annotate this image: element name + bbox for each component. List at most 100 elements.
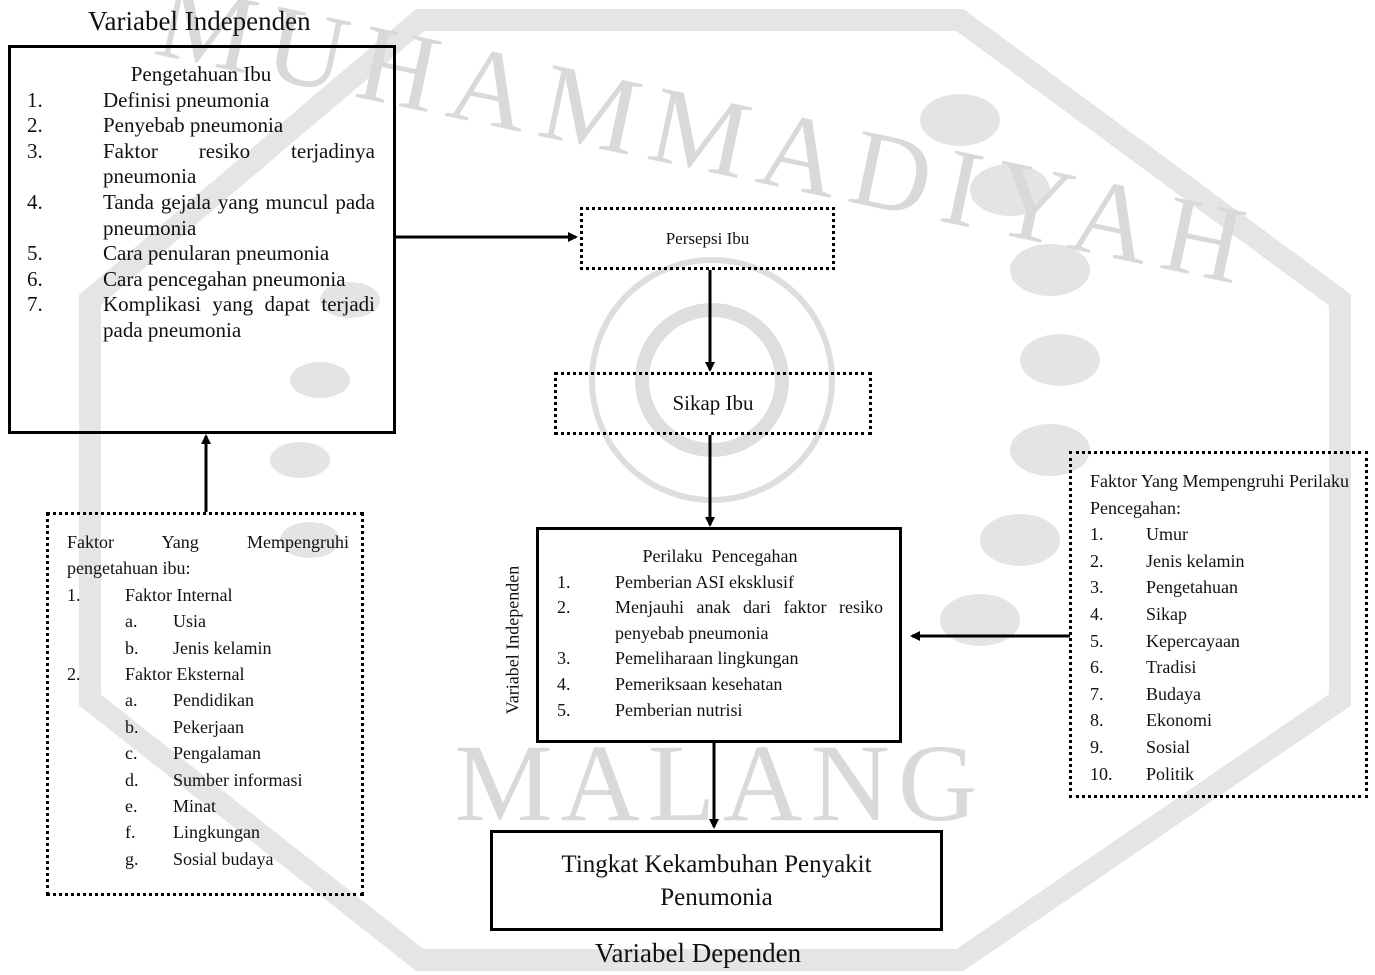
faktor-perilaku-item: 2. Jenis kelamin: [1090, 548, 1355, 575]
item-number: 7.: [1090, 683, 1104, 704]
item-text: Jenis kelamin: [1146, 550, 1245, 571]
sub-item-text: Pekerjaan: [173, 716, 244, 737]
item-number: 1.: [27, 87, 43, 112]
faktor-perilaku-title: Faktor Yang Mempengruhi Perilaku Pencega…: [1090, 471, 1349, 518]
sub-item-letter: e.: [125, 796, 138, 817]
tingkat-kekambuhan-box: Tingkat Kekambuhan Penyakit Penumonia: [490, 830, 943, 931]
sub-item-letter: d.: [125, 769, 139, 790]
item-number: 6.: [27, 266, 43, 291]
sub-item-letter: a.: [125, 611, 138, 632]
faktor-sub-item: g.Sosial budaya: [125, 846, 349, 872]
sub-item-letter: b.: [125, 716, 139, 737]
faktor-perilaku-item: 8. Ekonomi: [1090, 707, 1355, 734]
item-text: Definisi pneumonia: [103, 87, 270, 112]
pengetahuan-ibu-box: Pengetahuan Ibu 1. Definisi pneumonia 2. Pe…: [8, 45, 396, 434]
perilaku-item: 2. Menjauhi anak dari faktor resiko penye…: [557, 595, 883, 646]
item-text: Pemberian ASI eksklusif: [615, 571, 794, 592]
item-number: 4.: [557, 673, 571, 694]
item-text: Faktor resiko terjadinya pneumonia: [103, 138, 375, 189]
pengetahuan-ibu-list: 1. Definisi pneumonia 2. Penyebab pneumonia…: [27, 88, 375, 344]
item-text: Budaya: [1146, 683, 1201, 704]
faktor-perilaku-item: 5. Kepercayaan: [1090, 628, 1355, 655]
tingkat-kekambuhan-title: Tingkat Kekambuhan Penyakit Penumonia: [561, 850, 872, 911]
item-text: Pemeliharaan lingkungan: [615, 648, 799, 669]
item-number: 8.: [1090, 710, 1104, 731]
item-text: Pemeriksaan kesehatan: [615, 673, 783, 694]
faktor-perilaku-item: 9. Sosial: [1090, 734, 1355, 761]
sub-item-text: Minat: [173, 796, 216, 817]
faktor-perilaku-item: 4. Sikap: [1090, 601, 1355, 628]
perilaku-pencegahan-box: Perilaku Pencegahan 1.Pemberian ASI eksk…: [536, 527, 902, 743]
item-text: Sikap: [1146, 603, 1188, 624]
item-text: Pengetahuan: [1146, 577, 1238, 598]
sub-item-text: Usia: [173, 611, 206, 632]
item-text: Politik: [1146, 763, 1195, 784]
item-text: Tanda gejala yang muncul pada pneumonia: [103, 189, 375, 240]
item-number: 5.: [27, 241, 43, 266]
item-number: 2.: [557, 597, 571, 618]
item-number: 4.: [27, 189, 43, 214]
sub-item-letter: a.: [125, 690, 138, 711]
label-variabel-independen-top: Variabel Independen: [88, 6, 311, 36]
faktor-sub-list: a. Usia b. Jenis kelamin: [67, 608, 349, 661]
faktor-pengetahuan-title: Faktor Yang Mempengruhi pengetahuan ibu:: [67, 532, 349, 579]
item-text: Pemberian nutrisi: [615, 699, 743, 720]
item-text: Cara penularan pneumonia: [103, 241, 330, 266]
watermark-inner-circle: [635, 303, 789, 457]
watermark-outer-circle: [589, 257, 835, 503]
item-number: 3.: [557, 648, 571, 669]
pengetahuan-item: 6.Cara pencegahan pneumonia: [27, 267, 375, 293]
sub-item-text: Jenis kelamin: [173, 637, 272, 658]
sub-item-text: Sumber informasi: [173, 769, 303, 790]
item-number: 1.: [557, 571, 571, 592]
item-number: 3.: [27, 138, 43, 163]
sub-item-text: Pengalaman: [173, 743, 261, 764]
sub-item-letter: b.: [125, 637, 139, 658]
item-number: 2.: [1090, 550, 1104, 571]
item-number: 5.: [557, 699, 571, 720]
item-text: Penyebab pneumonia: [103, 113, 284, 138]
pengetahuan-item: 7.Komplikasi yang dapat terjadi pada pne…: [27, 292, 375, 343]
group-number: 2.: [67, 664, 81, 685]
faktor-sub-item: b. Pekerjaan: [125, 714, 349, 740]
sikap-ibu-title: Sikap Ibu: [672, 391, 754, 415]
item-number: 1.: [1090, 524, 1104, 545]
perilaku-pencegahan-list: 1. Pemberian ASI eksklusif 2. Menjauhi anak…: [557, 570, 883, 724]
faktor-perilaku-item: 10. Politik: [1090, 761, 1355, 788]
item-number: 4.: [1090, 603, 1104, 624]
item-number: 2.: [27, 113, 43, 138]
pengetahuan-ibu-title: Pengetahuan Ibu: [130, 62, 272, 86]
faktor-sub-item: c.Pengalaman: [125, 740, 349, 766]
item-number: 5.: [1090, 630, 1104, 651]
item-number: 7.: [27, 292, 43, 317]
perilaku-item: 5. Pemberian nutrisi: [557, 698, 883, 724]
faktor-sub-item: a. Usia: [125, 608, 349, 634]
faktor-perilaku-item: 1. Umur: [1090, 521, 1355, 548]
perilaku-item: 1. Pemberian ASI eksklusif: [557, 570, 883, 596]
item-text: Ekonomi: [1146, 710, 1212, 731]
pengetahuan-item: 5. Cara penularan pneumonia: [27, 241, 375, 267]
item-text: Tradisi: [1146, 657, 1197, 678]
group-number: 1.: [67, 584, 81, 605]
item-number: 9.: [1090, 736, 1104, 757]
item-number: 10.: [1090, 763, 1113, 784]
faktor-perilaku-box: Faktor Yang Mempengruhi Perilaku Pencega…: [1069, 451, 1368, 798]
sub-item-text: Sosial budaya: [173, 848, 274, 869]
faktor-perilaku-item: 3.Pengetahuan: [1090, 574, 1355, 601]
item-text: Menjauhi anak dari faktor resiko penyeba…: [615, 597, 883, 643]
faktor-group-header: 2.Faktor Eksternal: [67, 661, 349, 687]
faktor-perilaku-item: 7. Budaya: [1090, 681, 1355, 708]
pengetahuan-item: 2. Penyebab pneumonia: [27, 113, 375, 139]
label-variabel-independen-side: Variabel Independen: [502, 565, 523, 715]
item-text: Kepercayaan: [1146, 630, 1240, 651]
item-text: Umur: [1146, 524, 1188, 545]
persepsi-ibu-box: Persepsi Ibu: [580, 207, 835, 270]
item-text: Sosial: [1146, 736, 1191, 757]
sub-item-letter: f.: [125, 822, 136, 843]
faktor-sub-item: b. Jenis kelamin: [125, 635, 349, 661]
pengetahuan-item: 3. Faktor resiko terjadinya pneumonia: [27, 139, 375, 190]
faktor-pengetahuan-box: Faktor Yang Mempengruhi pengetahuan ibu:…: [46, 512, 364, 896]
